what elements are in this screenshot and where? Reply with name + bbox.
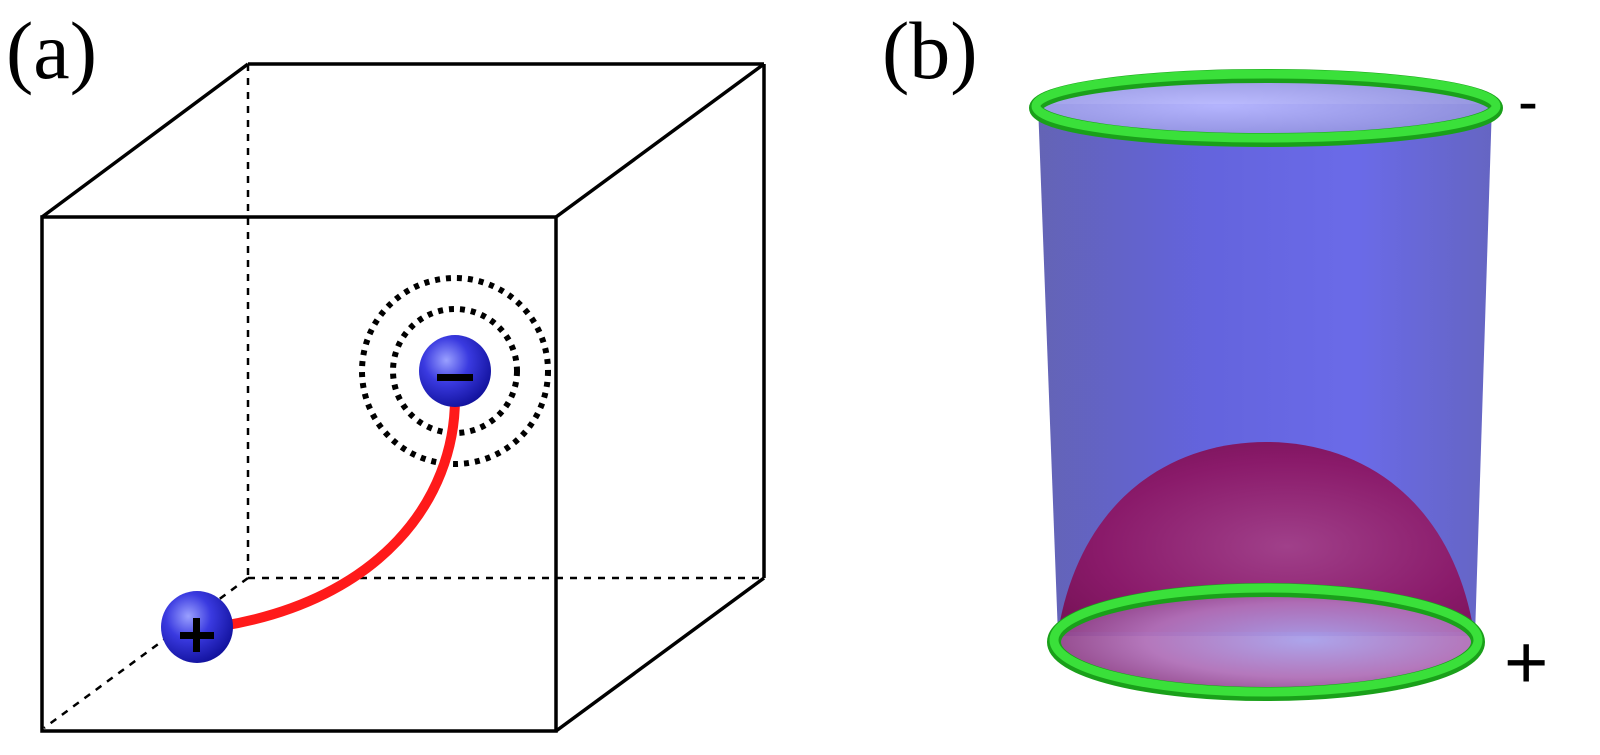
panel-b-label: (b)	[882, 5, 978, 96]
hemisphere	[1058, 442, 1474, 632]
cylinder	[1029, 69, 1503, 701]
plus-icon-v	[193, 618, 200, 652]
cube-hidden-edges	[43, 64, 764, 730]
positive-charge	[161, 591, 233, 663]
negative-charge	[419, 335, 491, 407]
sign-bottom: +	[1504, 620, 1548, 705]
top-ring	[1031, 69, 1501, 143]
panel-a-label: (a)	[6, 5, 98, 96]
flux-string	[217, 393, 460, 631]
sign-top: -	[1518, 68, 1538, 135]
bottom-ring	[1049, 583, 1483, 697]
cube-visible-edges	[40, 62, 766, 733]
cube	[40, 62, 766, 733]
field-circles	[359, 275, 551, 467]
minus-icon	[437, 374, 473, 381]
base-disk	[1058, 592, 1474, 688]
